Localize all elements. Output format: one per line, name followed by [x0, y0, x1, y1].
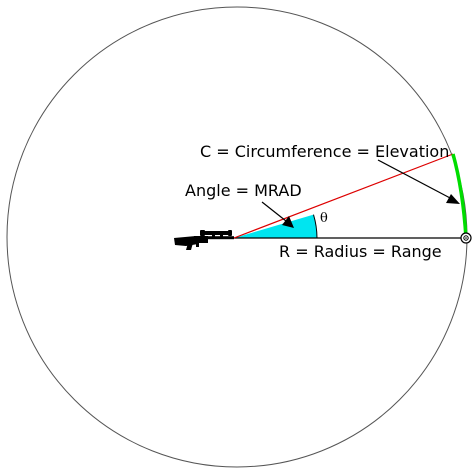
- angle-arrow: [261, 201, 287, 222]
- angle-arrowhead: [282, 216, 294, 228]
- radius-label: R = Radius = Range: [279, 242, 442, 261]
- circumference-arrowhead: [446, 194, 460, 204]
- angle-wedge: [234, 214, 317, 238]
- circumference-arc: [451, 153, 468, 239]
- theta-label: θ: [320, 211, 328, 226]
- circumference-label: C = Circumference = Elevation: [200, 142, 449, 161]
- circumference-arrow: [377, 159, 453, 200]
- angle-line: [233, 153, 454, 239]
- rifle-icon: [174, 230, 234, 250]
- angle-label: Angle = MRAD: [185, 181, 302, 200]
- target-icon: [460, 232, 472, 244]
